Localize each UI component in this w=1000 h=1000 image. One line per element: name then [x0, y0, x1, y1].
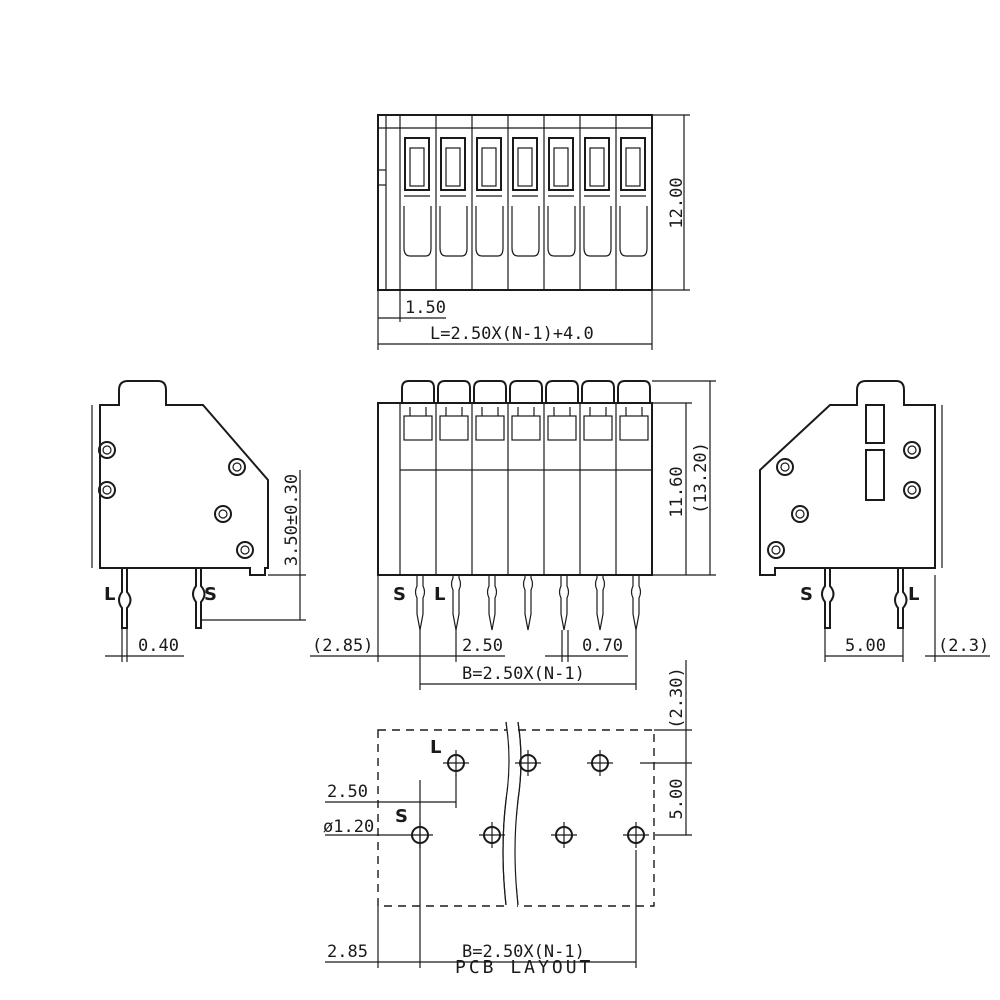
front-view-pin: [594, 575, 606, 631]
front-view-pin: [486, 575, 498, 631]
front-height-total-dim: (13.20): [691, 442, 711, 514]
front-view-pin: [414, 575, 426, 631]
pcb-top-dim: (2.30): [667, 667, 687, 728]
front-view-pole: [437, 380, 473, 575]
front-span-formula: B=2.50X(N-1): [462, 664, 585, 684]
front-height-dim: 11.60: [667, 466, 687, 517]
front-label-L: L: [434, 584, 445, 605]
top-view-pole: [619, 115, 653, 290]
right-label-L: L: [908, 584, 919, 605]
pcb-label-S: S: [395, 806, 408, 827]
pcb-offset-dim: 2.50: [327, 782, 368, 802]
top-height-dim: 12.00: [667, 177, 687, 228]
front-pin-dim: 0.70: [582, 636, 623, 656]
pcb-hole: [551, 822, 577, 848]
left-pin-width-dim: 0.40: [138, 636, 179, 656]
front-view-pole: [545, 380, 581, 575]
front-view-pin: [450, 575, 462, 631]
front-view: S L 11.60 (13.20) (2.85) 2.50 0.70 B=2.5…: [310, 380, 716, 690]
front-view-pole: [401, 380, 437, 575]
front-view-pin: [630, 575, 642, 631]
front-view-pin: [558, 575, 570, 631]
top-view-pole: [511, 115, 545, 290]
front-view-pole: [473, 380, 509, 575]
pcb-span-formula: B=2.50X(N-1): [462, 942, 585, 962]
left-label-S: S: [204, 584, 217, 605]
front-edge-dim: (2.85): [312, 636, 373, 656]
right-row-dim: 5.00: [845, 636, 886, 656]
pcb-edge-dim: 2.85: [327, 942, 368, 962]
front-pitch-dim: 2.50: [462, 636, 503, 656]
left-height-dim: 3.50±0.30: [282, 474, 302, 566]
right-side-view: S L 5.00 (2.3): [759, 380, 990, 662]
pcb-hole: [623, 822, 649, 848]
top-view-pole: [583, 115, 617, 290]
pcb-hole-dim: ø1.20: [323, 817, 374, 837]
top-view-pole: [403, 115, 437, 290]
pcb-row-spacing-dim: 5.00: [667, 779, 687, 820]
pcb-layout: L S (2.30) 5.00 2.50 ø1.20 2.85 B=2.50X(…: [323, 660, 692, 978]
pcb-caption: PCB LAYOUT: [455, 957, 593, 978]
front-view-pole: [581, 380, 617, 575]
left-label-L: L: [104, 584, 115, 605]
pcb-hole: [587, 750, 613, 776]
pcb-hole: [515, 750, 541, 776]
right-label-S: S: [800, 584, 813, 605]
left-side-view: L S 3.50±0.30 0.40: [91, 380, 306, 662]
top-length-formula: L=2.50X(N-1)+4.0: [430, 324, 594, 344]
front-view-pin: [522, 575, 534, 631]
front-label-S: S: [393, 584, 406, 605]
top-view: 12.00 1.50 L=2.50X(N-1)+4.0: [377, 114, 690, 350]
front-view-pole: [617, 380, 651, 441]
top-view-pole: [547, 115, 581, 290]
front-view-pole: [509, 380, 545, 575]
pcb-label-L: L: [430, 737, 441, 758]
top-offset-dim: 1.50: [405, 298, 446, 318]
right-edge-dim: (2.3): [938, 636, 989, 656]
top-view-pole: [439, 115, 473, 290]
pcb-hole: [479, 822, 505, 848]
pcb-hole: [443, 750, 469, 776]
top-view-pole: [475, 115, 509, 290]
